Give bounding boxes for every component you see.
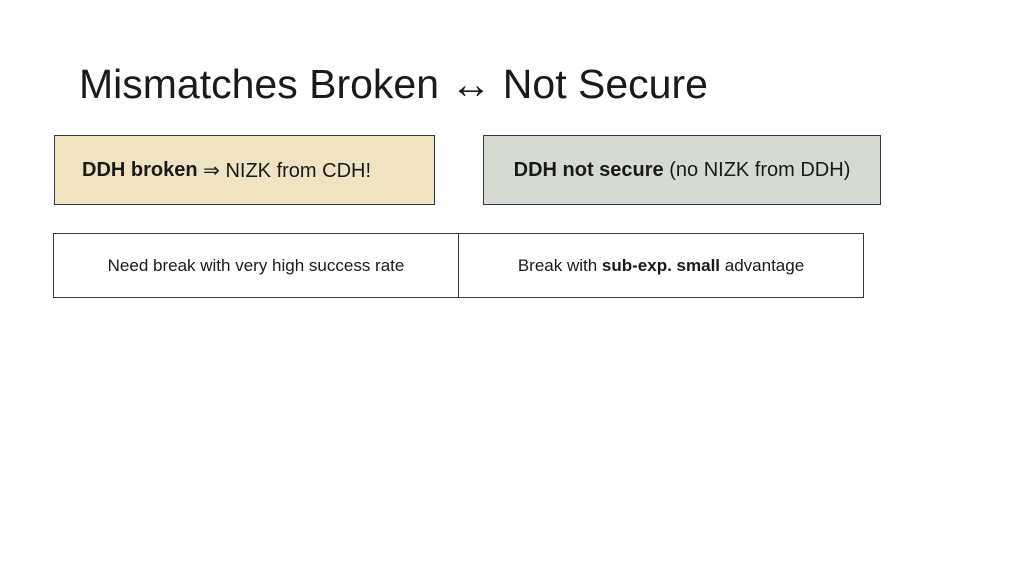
slide-title: Mismatches Broken ↔ Not Secure: [79, 61, 708, 107]
ddh-broken-box: DDH broken ⇒ NIZK from CDH!: [54, 135, 435, 205]
ddh-not-secure-consequence: (no NIZK from DDH): [663, 158, 851, 181]
small-advantage-emphasis: sub-exp. small: [601, 255, 721, 275]
comparison-row: Need break with very high success rate B…: [53, 233, 864, 298]
high-success-cell: Need break with very high success rate: [54, 234, 458, 297]
ddh-broken-label: DDH broken: [82, 158, 198, 181]
high-success-text: Need break with very high success rate: [107, 255, 405, 275]
ddh-not-secure-box: DDH not secure (no NIZK from DDH): [483, 135, 881, 205]
small-advantage-prefix: Break with: [517, 255, 602, 275]
ddh-not-secure-label: DDH not secure: [513, 158, 664, 181]
ddh-broken-consequence: ⇒ NIZK from CDH!: [197, 159, 372, 182]
small-advantage-suffix: advantage: [720, 255, 805, 275]
small-advantage-cell: Break with sub-exp. small advantage: [458, 234, 863, 297]
